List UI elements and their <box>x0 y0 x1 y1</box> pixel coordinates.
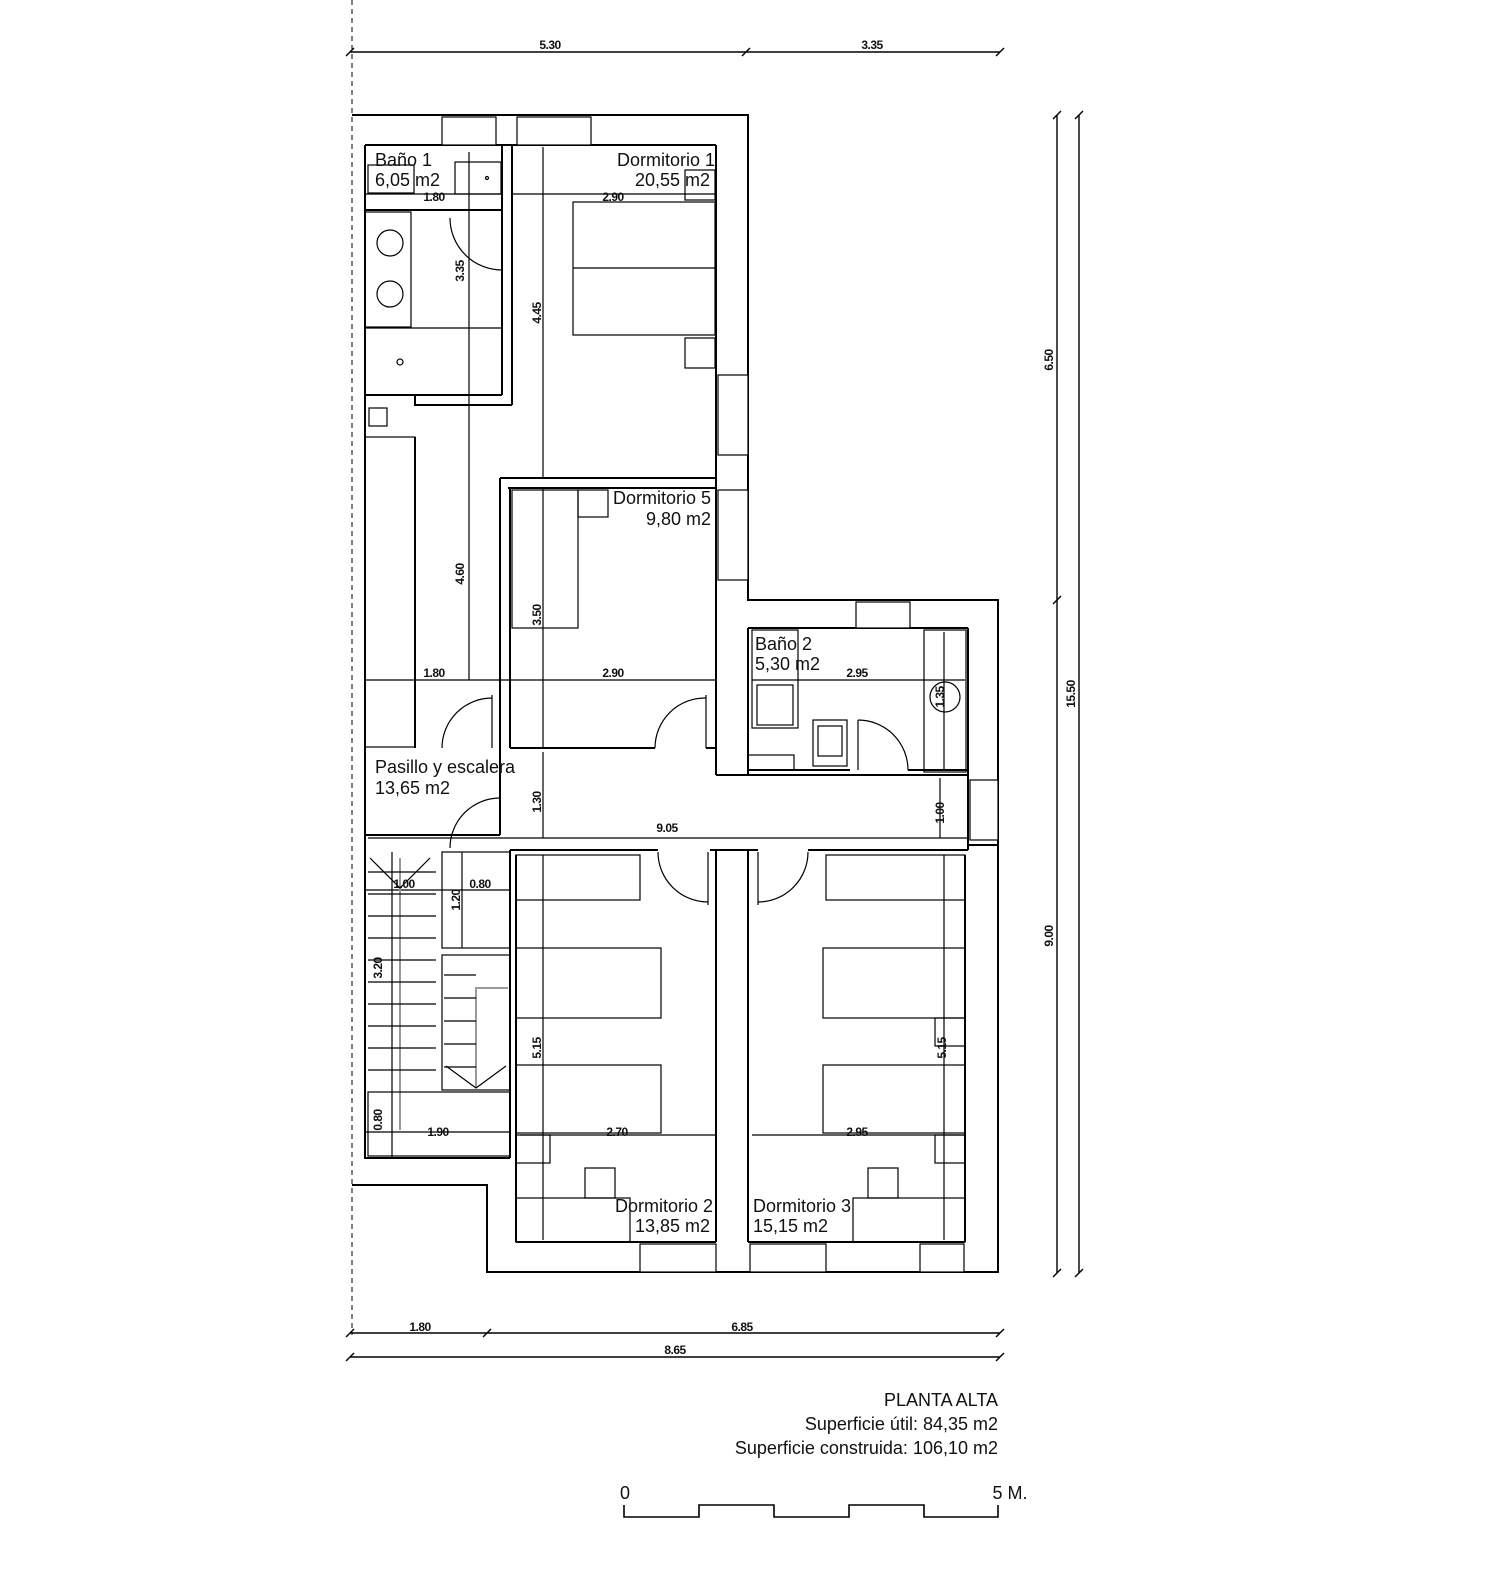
windows <box>441 116 999 1273</box>
dim-bottom-total: 8.65 <box>664 1343 686 1357</box>
room-bano2-area: 5,30 m2 <box>755 654 820 674</box>
dimension-labels: 5.30 3.35 1.80 6.85 8.65 6.50 9.00 15.50… <box>371 38 1078 1357</box>
dim-right-total: 15.50 <box>1064 679 1078 707</box>
dim-dorm1-depth: 4.45 <box>530 301 544 323</box>
dim-pasillo-height: 1.30 <box>530 790 544 812</box>
stair-treads <box>368 871 476 1071</box>
room-bano1-area: 6,05 m2 <box>375 170 440 190</box>
room-bano1-name: Baño 1 <box>375 150 432 170</box>
dim-stair-depth: 3.20 <box>371 956 385 978</box>
dim-top-right: 3.35 <box>861 38 883 52</box>
dim-dorm2-width: 2.70 <box>606 1125 628 1139</box>
room-dormitorio5-name: Dormitorio 5 <box>613 488 711 508</box>
dim-bano1-width: 1.80 <box>423 190 445 204</box>
title-block: PLANTA ALTA Superficie útil: 84,35 m2 Su… <box>735 1390 998 1458</box>
dim-right-upper: 6.50 <box>1042 348 1056 370</box>
room-labels: Baño 1 6,05 m2 Dormitorio 1 20,55 m2 Dor… <box>375 150 851 1236</box>
room-dormitorio3-name: Dormitorio 3 <box>753 1196 851 1216</box>
room-dormitorio1-name: Dormitorio 1 <box>617 150 715 170</box>
dim-top-left: 5.30 <box>539 38 561 52</box>
dim-stair-width: 1.90 <box>427 1125 449 1139</box>
dim-stair-a: 1.00 <box>393 877 415 891</box>
built-area: Superficie construida: 106,10 m2 <box>735 1438 998 1458</box>
scale-bar: 0 5 M. <box>620 1483 1028 1518</box>
dim-dorm3-width: 2.95 <box>846 1125 868 1139</box>
dim-dorm3-depth: 5.15 <box>935 1036 949 1058</box>
dim-corridor-right: 1.00 <box>933 801 947 823</box>
room-pasillo-area: 13,65 m2 <box>375 778 450 798</box>
dim-row-mid: 2.90 <box>602 666 624 680</box>
room-bano2-name: Baño 2 <box>755 634 812 654</box>
walls <box>352 114 999 1273</box>
dimension-lines <box>345 47 1084 1362</box>
dim-bano2-width: 2.95 <box>846 666 868 680</box>
room-dormitorio2-area: 13,85 m2 <box>635 1216 710 1236</box>
room-pasillo-name: Pasillo y escalera <box>375 757 516 777</box>
dim-row-left: 1.80 <box>423 666 445 680</box>
room-dormitorio1-area: 20,55 m2 <box>635 170 710 190</box>
dim-stair-c: 1.20 <box>449 888 463 910</box>
useful-area: Superficie útil: 84,35 m2 <box>805 1414 998 1434</box>
furniture <box>364 161 967 1243</box>
dim-stair-b: 0.80 <box>469 877 491 891</box>
dim-bano1-depth: 3.35 <box>453 259 467 281</box>
dim-bottom-right: 6.85 <box>731 1320 753 1334</box>
room-dormitorio3-area: 15,15 m2 <box>753 1216 828 1236</box>
dim-dorm5-depth: 3.50 <box>530 603 544 625</box>
dim-corridor-length: 9.05 <box>656 821 678 835</box>
doors <box>441 217 909 905</box>
dim-bano2-small: 1.35 <box>933 685 947 707</box>
room-dormitorio2-name: Dormitorio 2 <box>615 1196 713 1216</box>
scale-start: 0 <box>620 1483 630 1503</box>
plan-title: PLANTA ALTA <box>884 1390 998 1410</box>
dim-dorm2-depth: 5.15 <box>530 1036 544 1058</box>
dim-right-lower: 9.00 <box>1042 924 1056 946</box>
scale-end: 5 M. <box>992 1483 1027 1503</box>
dim-stair-bottom: 0.80 <box>371 1108 385 1130</box>
dim-dorm1-width: 2.90 <box>602 190 624 204</box>
dim-bottom-left: 1.80 <box>409 1320 431 1334</box>
dim-pasillo-depth: 4.60 <box>453 562 467 584</box>
room-dormitorio5-area: 9,80 m2 <box>646 509 711 529</box>
